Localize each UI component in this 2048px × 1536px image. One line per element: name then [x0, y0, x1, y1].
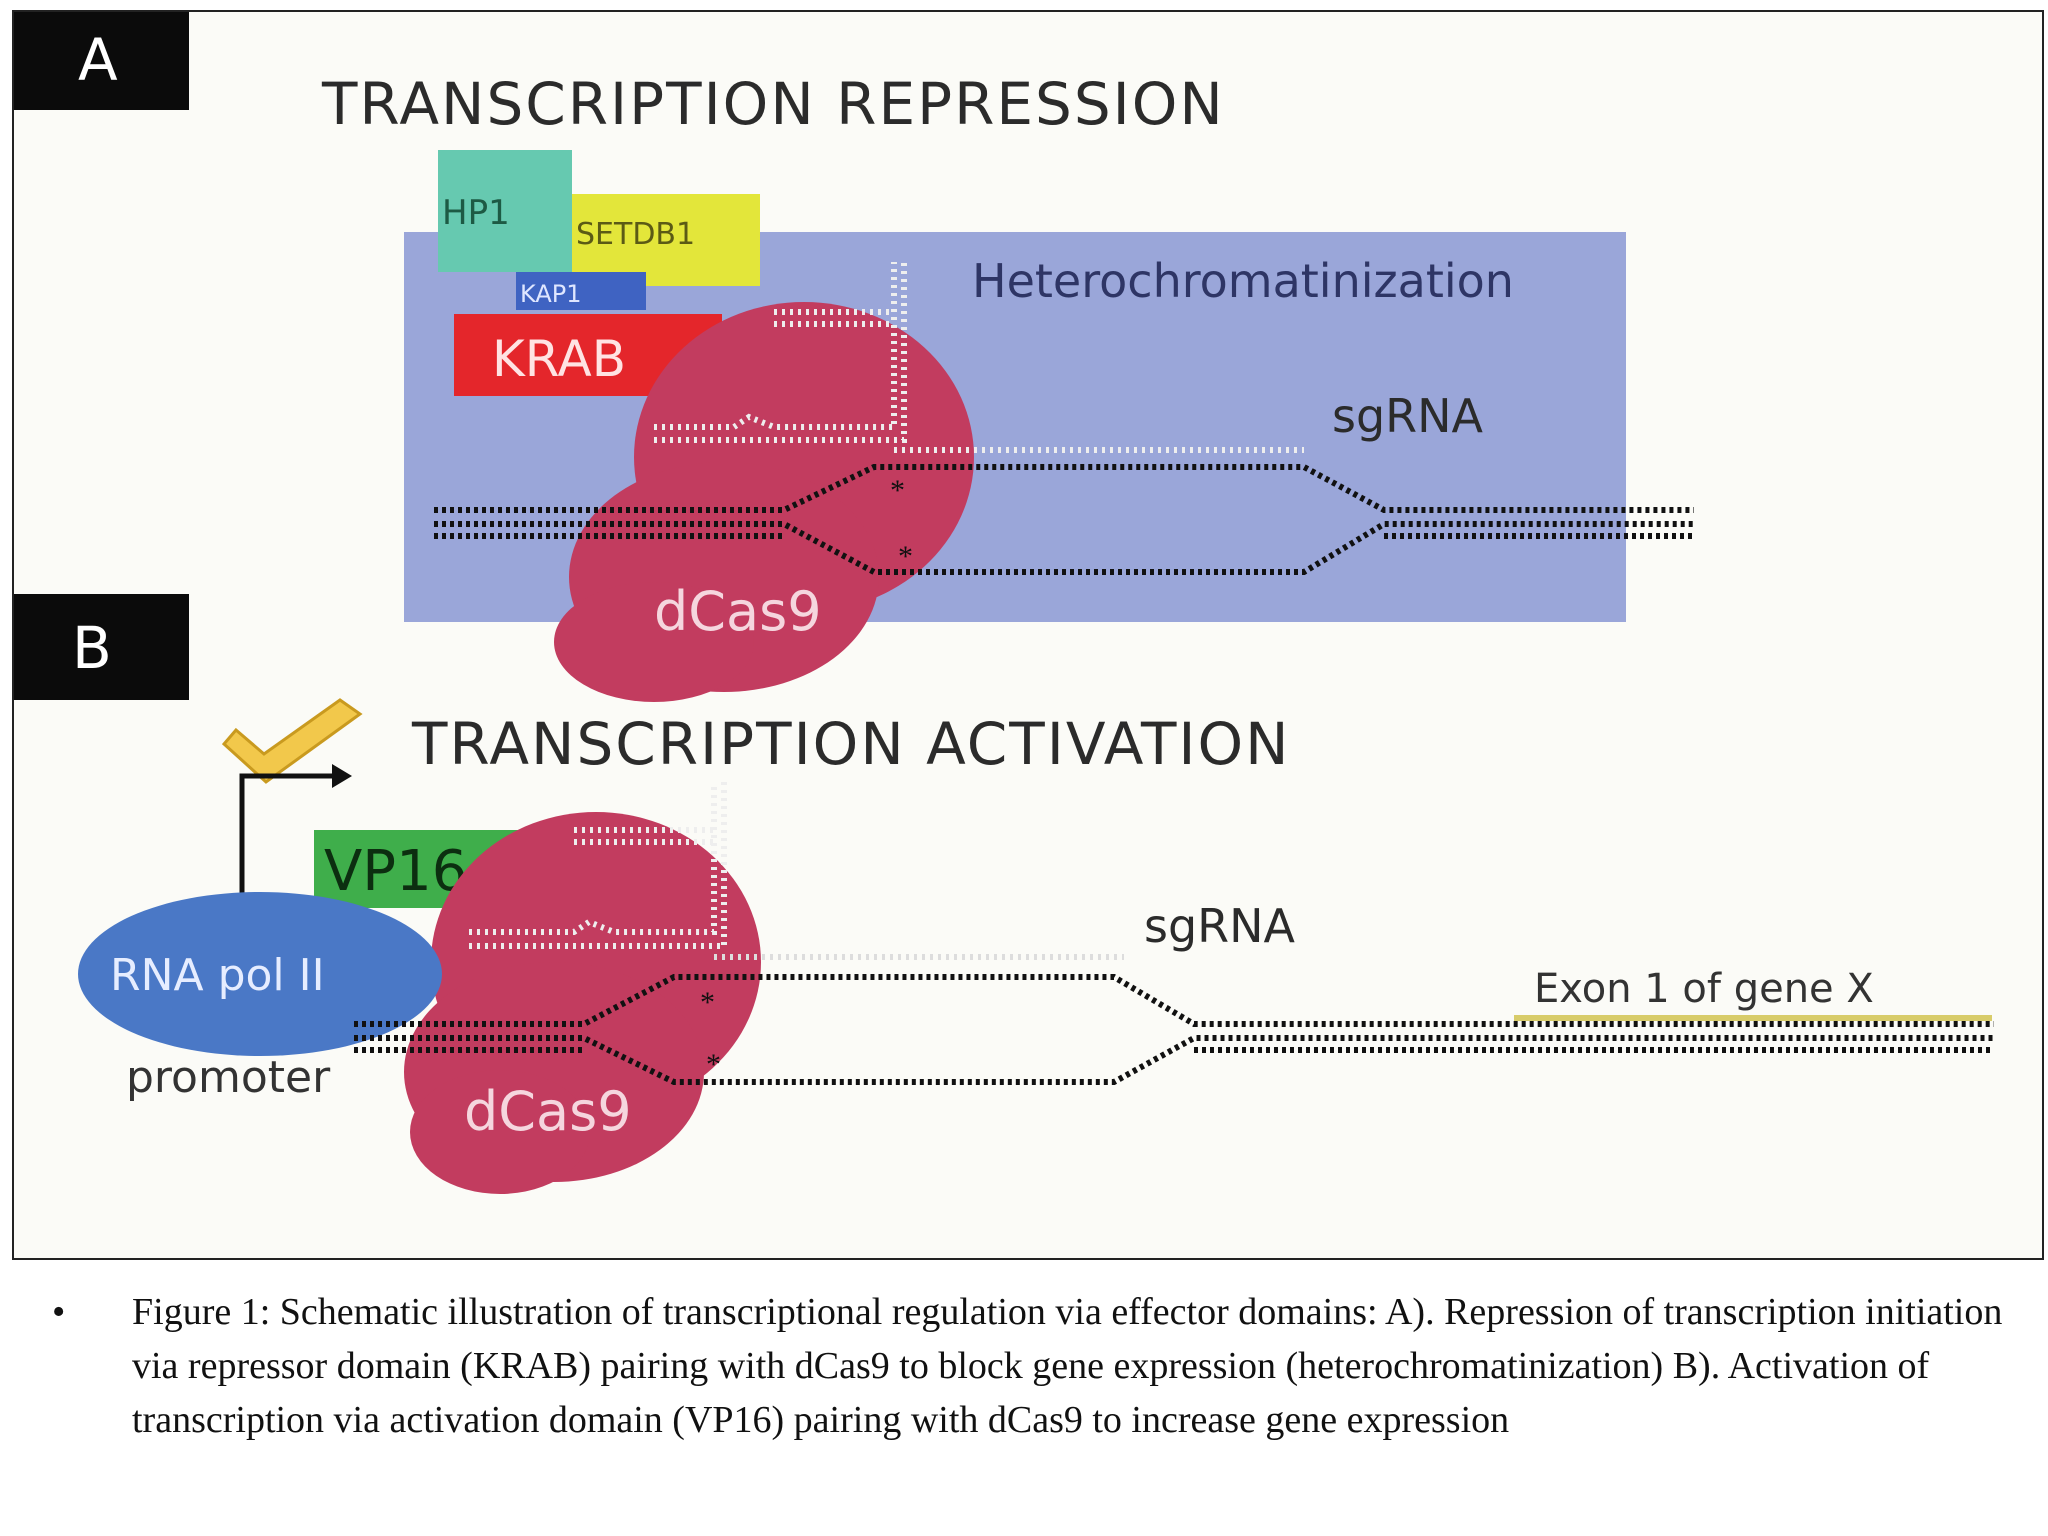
tss-arrow-head [332, 764, 352, 788]
panel-a: A TRANSCRIPTION REPRESSION Heterochromat… [14, 12, 1694, 702]
pam-star-a1: * [890, 474, 905, 507]
caption-bullet: • [52, 1291, 66, 1333]
promoter-label: promoter [126, 1052, 331, 1103]
dna-strand-b [354, 974, 1994, 1085]
panel-a-title: TRANSCRIPTION REPRESSION [321, 70, 1225, 138]
rna-pol-ellipse [78, 892, 442, 1056]
sgrna-label-a: sgRNA [1332, 389, 1484, 443]
pam-star-a2: * [898, 540, 913, 573]
panel-b-letter: B [72, 614, 112, 682]
setdb1-box [572, 194, 760, 286]
vp16-label: VP16 [324, 839, 467, 904]
dcas9-shape-a [554, 302, 974, 702]
exon-label: Exon 1 of gene X [1534, 966, 1874, 1012]
pam-star-b1: * [700, 986, 715, 1019]
kap1-label: KAP1 [520, 280, 581, 308]
sgrna-strand-a [654, 262, 1304, 453]
panel-b-title: TRANSCRIPTION ACTIVATION [411, 710, 1291, 778]
checkmark-icon [221, 698, 363, 784]
hp1-box [438, 150, 572, 272]
dcas9-label-a: dCas9 [654, 580, 822, 643]
figure-frame: A TRANSCRIPTION REPRESSION Heterochromat… [12, 10, 2044, 1260]
heterochromatinization-label: Heterochromatinization [972, 254, 1514, 308]
kap1-box [516, 272, 646, 310]
panel-a-letter-box [14, 12, 189, 110]
sgrna-strand-b [469, 782, 1124, 960]
hp1-label: HP1 [442, 193, 510, 233]
dcas9-shape-b [404, 812, 761, 1194]
figure-caption: • Figure 1: Schematic illustration of tr… [40, 1285, 2020, 1447]
panel-b: B TRANSCRIPTION ACTIVATION VP16 dCas9 RN… [14, 594, 1994, 1194]
rna-pol-label: RNA pol II [110, 950, 325, 1001]
dna-strand-a [434, 464, 1694, 575]
caption-text: Figure 1: Schematic illustration of tran… [132, 1291, 2003, 1441]
dcas9-label-b: dCas9 [464, 1080, 632, 1143]
sgrna-label-b: sgRNA [1144, 899, 1296, 953]
diagram: A TRANSCRIPTION REPRESSION Heterochromat… [14, 12, 1994, 1194]
exon-bar [1514, 1015, 1992, 1021]
krab-label: KRAB [492, 330, 626, 388]
pam-star-b2: * [706, 1048, 721, 1081]
setdb1-label: SETDB1 [576, 217, 695, 252]
panel-a-letter: A [78, 26, 118, 94]
panel-b-letter-box [14, 594, 189, 700]
